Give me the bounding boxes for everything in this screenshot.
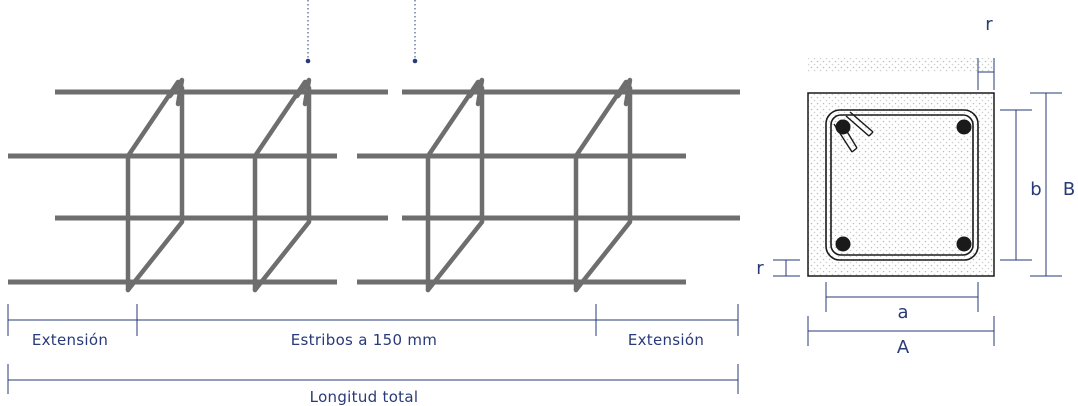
concrete-cover-strip xyxy=(808,58,994,72)
outer-height-label: B xyxy=(1063,179,1075,200)
cover-dimension-left xyxy=(773,259,800,277)
segment-dimension xyxy=(7,304,739,336)
cover-label-top: r xyxy=(985,14,993,35)
stirrup-inner xyxy=(830,114,974,256)
longitudinal-bars-left xyxy=(8,89,388,285)
rebar-corner-top-left xyxy=(835,119,851,135)
stirrup-4 xyxy=(573,77,633,293)
extension-left-label: Extensión xyxy=(32,331,108,349)
inner-width-dimension xyxy=(825,282,979,312)
stirrup-spacing-label: Estribos a 150 mm xyxy=(291,331,437,349)
stirrup-2 xyxy=(252,77,312,293)
extension-right-label: Extensión xyxy=(628,331,704,349)
stirrup-outer xyxy=(825,109,979,261)
cover-label-left: r xyxy=(756,258,764,279)
total-length-dimension xyxy=(7,364,739,394)
outer-height-dimension xyxy=(1030,92,1062,277)
outer-width-label: A xyxy=(897,337,910,358)
elevation-view: Extensión Estribos a 150 mm Extensión Lo… xyxy=(7,0,740,406)
rebar-corner-bottom-left xyxy=(835,236,851,252)
inner-height-label: b xyxy=(1030,179,1041,200)
longitudinal-bars-right xyxy=(357,89,740,285)
cover-dimension-top xyxy=(977,58,995,90)
break-indicator-right-dot xyxy=(412,58,418,64)
inner-width-label: a xyxy=(897,302,908,323)
break-indicator-left-dot xyxy=(305,58,311,64)
outer-width-dimension xyxy=(807,316,995,346)
inner-height-dimension xyxy=(1000,109,1032,261)
stirrup-1 xyxy=(125,77,185,293)
stirrup-3 xyxy=(425,77,485,293)
rebar-corner-bottom-right xyxy=(956,236,972,252)
rebar-corner-top-right xyxy=(956,119,972,135)
cross-section-view: r r b B a xyxy=(756,14,1075,358)
total-length-label: Longitud total xyxy=(310,388,419,406)
